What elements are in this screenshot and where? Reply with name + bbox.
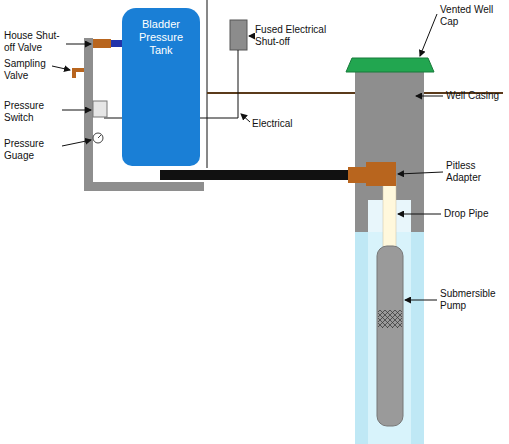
part-label: Drop Pipe xyxy=(444,208,504,220)
tank-body: Bladder Pressure Tank xyxy=(122,8,200,166)
part-label: Vented Well Cap xyxy=(440,4,502,28)
part-label: Electrical xyxy=(252,118,322,130)
part-label: Pressure Switch xyxy=(4,100,60,124)
part-label: Pressure Guage xyxy=(4,138,60,162)
part-label: House Shut-off Valve xyxy=(4,30,66,54)
tank-label: Bladder Pressure Tank xyxy=(122,8,200,67)
part-label: Sampling Valve xyxy=(4,58,52,82)
part-label: Submersible Pump xyxy=(440,288,506,312)
part-label: Pitless Adapter xyxy=(446,160,504,184)
part-label: Well Casing xyxy=(446,90,506,102)
part-label: Fused Electrical Shut-off xyxy=(255,24,327,48)
